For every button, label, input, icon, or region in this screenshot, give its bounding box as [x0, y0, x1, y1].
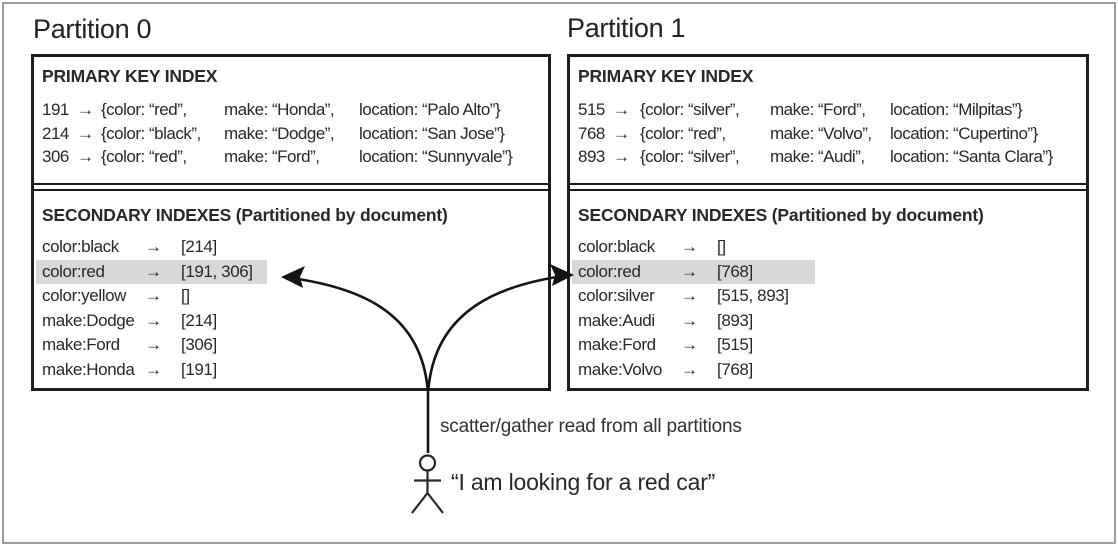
secondary-index-row-highlighted: color:red → [768] — [572, 259, 815, 284]
secondary-index-row: color:black → [] — [578, 235, 1080, 260]
secondary-index-row: color:silver → [515, 893] — [578, 284, 1080, 309]
doc-make-field: make: “Audi”, — [770, 147, 865, 166]
index-key: color:red — [578, 261, 641, 281]
secondary-index-row: color:yellow → [] — [42, 284, 542, 309]
secondary-index-row: make:Honda → [191] — [42, 358, 542, 383]
user-query-quote: “I am looking for a red car” — [451, 469, 716, 495]
index-key: make:Volvo — [578, 359, 662, 379]
maps-to-arrow-icon: → — [681, 359, 698, 379]
partition-0-title: Partition 0 — [33, 14, 152, 44]
index-value: [515] — [717, 335, 753, 354]
index-value: [] — [181, 286, 190, 305]
index-value: [306] — [181, 335, 217, 354]
doc-color-field: {color: “red”, — [640, 123, 726, 143]
maps-to-arrow-icon: → — [145, 286, 162, 305]
index-key: color:black — [578, 237, 655, 256]
partition-0-secondary-index-section: SECONDARY INDEXES (Partitioned by docume… — [34, 189, 548, 388]
maps-to-arrow-icon: → — [145, 359, 162, 379]
doc-id: 191 — [42, 100, 69, 119]
partition-1-secondary-index-section: SECONDARY INDEXES (Partitioned by docume… — [570, 189, 1086, 388]
maps-to-arrow-icon: → — [681, 286, 698, 305]
doc-location-field: location: “Milpitas”} — [890, 100, 1023, 119]
maps-to-arrow-icon: → — [145, 237, 162, 256]
index-key: color:yellow — [42, 286, 127, 305]
maps-to-arrow-icon: → — [613, 147, 630, 166]
doc-make-field: make: “Honda”, — [224, 100, 335, 119]
primary-index-row: 515 → {color: “silver”, make: “Ford”, locati… — [578, 98, 1080, 122]
maps-to-arrow-icon: → — [681, 310, 698, 330]
doc-location-field: location: “Palo Alto”} — [359, 100, 501, 119]
index-value: [893] — [717, 310, 753, 330]
secondary-index-header: SECONDARY INDEXES (Partitioned by docume… — [578, 205, 984, 225]
doc-id: 515 — [578, 100, 605, 119]
doc-make-field: make: “Dodge”, — [224, 123, 335, 143]
doc-id: 214 — [42, 123, 69, 143]
secondary-index-row: make:Ford → [515] — [578, 333, 1080, 358]
index-key: color:red — [42, 261, 105, 281]
doc-color-field: {color: “silver”, — [640, 100, 740, 119]
secondary-index-row: make:Dodge → [214] — [42, 309, 542, 334]
index-value: [768] — [717, 359, 753, 379]
index-key: make:Ford — [578, 335, 656, 354]
maps-to-arrow-icon: → — [681, 261, 698, 281]
partition-1-title: Partition 1 — [567, 13, 686, 43]
doc-location-field: location: “Santa Clara”} — [890, 147, 1053, 166]
doc-id: 768 — [578, 123, 605, 143]
doc-make-field: make: “Ford”, — [770, 100, 866, 119]
index-value: [515, 893] — [717, 286, 789, 305]
index-value: [214] — [181, 237, 217, 256]
doc-make-field: make: “Volvo”, — [770, 123, 872, 143]
secondary-index-row-highlighted: color:red → [191, 306] — [36, 259, 267, 284]
doc-make-field: make: “Ford”, — [224, 147, 320, 166]
index-value: [191, 306] — [181, 261, 253, 281]
maps-to-arrow-icon: → — [145, 310, 162, 330]
maps-to-arrow-icon: → — [613, 100, 630, 119]
scatter-gather-label: scatter/gather read from all partitions — [440, 416, 742, 437]
index-value: [] — [717, 237, 726, 256]
maps-to-arrow-icon: → — [681, 237, 698, 256]
partition-0-box: PRIMARY KEY INDEX 191 → {color: “red”, make… — [31, 54, 551, 391]
primary-index-row: 306 → {color: “red”, make: “Ford”, location:… — [42, 145, 542, 169]
maps-to-arrow-icon: → — [77, 123, 94, 143]
partition-1-primary-index-section: PRIMARY KEY INDEX 515 → {color: “silver”, m… — [570, 57, 1086, 185]
doc-color-field: {color: “black”, — [101, 123, 201, 143]
primary-index-row: 214 → {color: “black”, make: “Dodge”, locati… — [42, 122, 542, 146]
maps-to-arrow-icon: → — [681, 335, 698, 354]
index-key: make:Dodge — [42, 310, 135, 330]
primary-index-header: PRIMARY KEY INDEX — [578, 66, 754, 86]
doc-color-field: {color: “red”, — [101, 147, 187, 166]
index-value: [768] — [717, 261, 753, 281]
index-key: make:Audi — [578, 310, 655, 330]
stick-figure-icon — [411, 454, 444, 514]
index-key: make:Ford — [42, 335, 120, 354]
maps-to-arrow-icon: → — [145, 335, 162, 354]
doc-id: 306 — [42, 147, 69, 166]
doc-location-field: location: “Sunnyvale”} — [359, 147, 513, 166]
doc-color-field: {color: “red”, — [101, 100, 187, 119]
maps-to-arrow-icon: → — [77, 100, 94, 119]
primary-index-row: 893 → {color: “silver”, make: “Audi”, locati… — [578, 145, 1080, 169]
doc-location-field: location: “San Jose”} — [359, 123, 505, 143]
maps-to-arrow-icon: → — [613, 123, 630, 143]
doc-location-field: location: “Cupertino”} — [890, 123, 1038, 143]
partition-1-box: PRIMARY KEY INDEX 515 → {color: “silver”, m… — [567, 54, 1089, 391]
doc-color-field: {color: “silver”, — [640, 147, 740, 166]
primary-index-row: 191 → {color: “red”, make: “Honda”, location… — [42, 98, 542, 122]
secondary-index-row: color:black → [214] — [42, 235, 542, 260]
secondary-index-row: make:Audi → [893] — [578, 309, 1080, 334]
doc-id: 893 — [578, 147, 605, 166]
maps-to-arrow-icon: → — [145, 261, 162, 281]
maps-to-arrow-icon: → — [77, 147, 94, 166]
partition-0-primary-index-section: PRIMARY KEY INDEX 191 → {color: “red”, make… — [34, 57, 548, 185]
primary-index-row: 768 → {color: “red”, make: “Volvo”, location… — [578, 122, 1080, 146]
primary-index-header: PRIMARY KEY INDEX — [42, 66, 218, 86]
index-key: color:black — [42, 237, 119, 256]
secondary-index-row: make:Volvo → [768] — [578, 358, 1080, 383]
index-value: [191] — [181, 359, 217, 379]
index-key: make:Honda — [42, 359, 135, 379]
index-key: color:silver — [578, 286, 655, 305]
index-value: [214] — [181, 310, 217, 330]
secondary-index-row: make:Ford → [306] — [42, 333, 542, 358]
secondary-index-header: SECONDARY INDEXES (Partitioned by docume… — [42, 205, 448, 225]
